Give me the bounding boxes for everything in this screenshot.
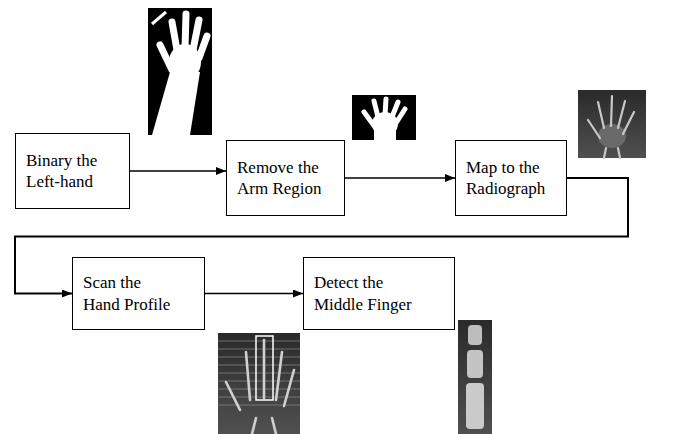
flow-arrow (345, 177, 455, 178)
scan-profile-image (218, 333, 300, 434)
flow-arrow (205, 293, 303, 294)
step-label: Map to the Radiograph (466, 157, 556, 200)
process-box: Binary the Left-hand (15, 133, 130, 209)
step-label: Binary the Left-hand (26, 150, 106, 193)
process-box: Detect the Middle Finger (303, 257, 455, 330)
binary-hand-image (148, 8, 212, 135)
step-label: Detect the Middle Finger (314, 272, 426, 315)
step-label: Remove the Arm Region (237, 157, 333, 200)
hand-mask-image (352, 95, 416, 140)
process-box: Scan the Hand Profile (72, 257, 205, 330)
step-label: Scan the Hand Profile (83, 272, 178, 315)
radiograph-image (578, 90, 646, 158)
process-box: Map to the Radiograph (455, 140, 567, 216)
middle-finger-image (458, 320, 492, 434)
flow-arrow (130, 170, 226, 171)
process-box: Remove the Arm Region (226, 140, 345, 216)
